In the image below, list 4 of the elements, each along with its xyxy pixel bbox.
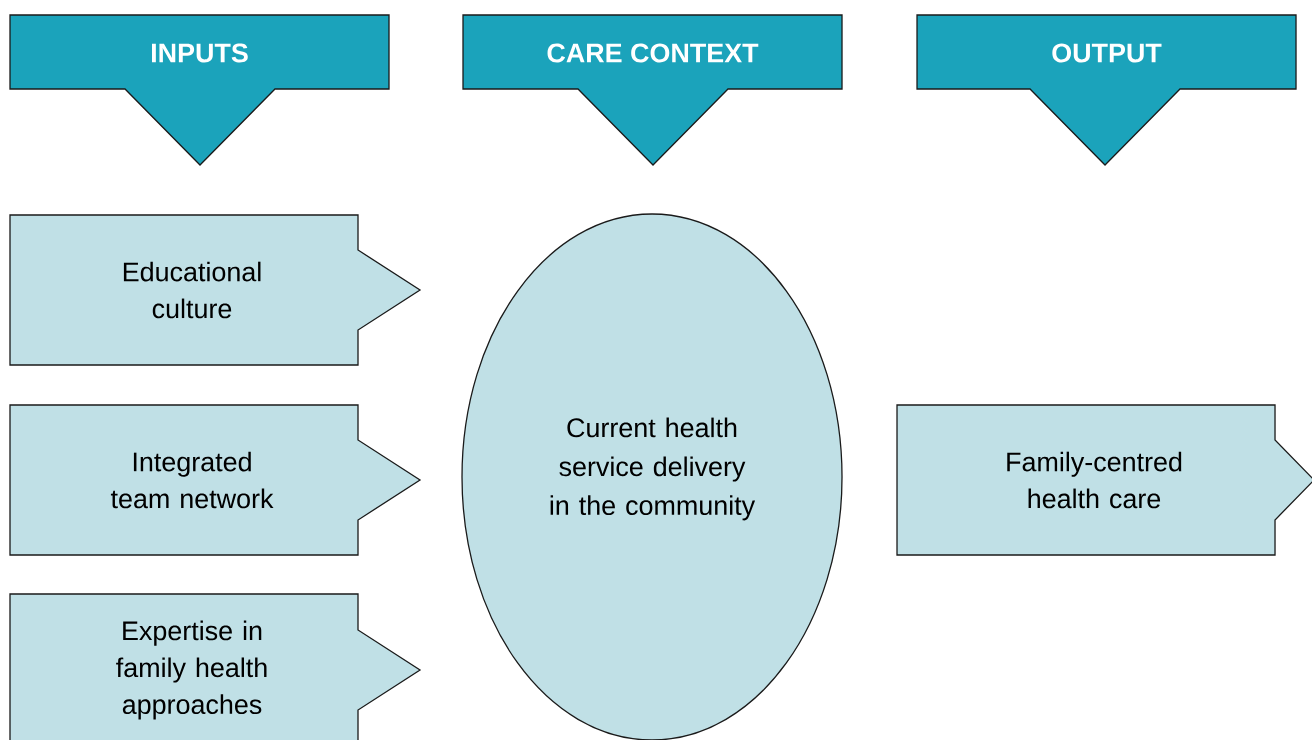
arrow-box: Educational culture bbox=[9, 214, 422, 366]
arrow-box: Integrated team network bbox=[9, 404, 422, 556]
arrow-box: Expertise in family health approaches bbox=[9, 593, 422, 740]
arrow-box: Family-centred health care bbox=[896, 404, 1312, 556]
